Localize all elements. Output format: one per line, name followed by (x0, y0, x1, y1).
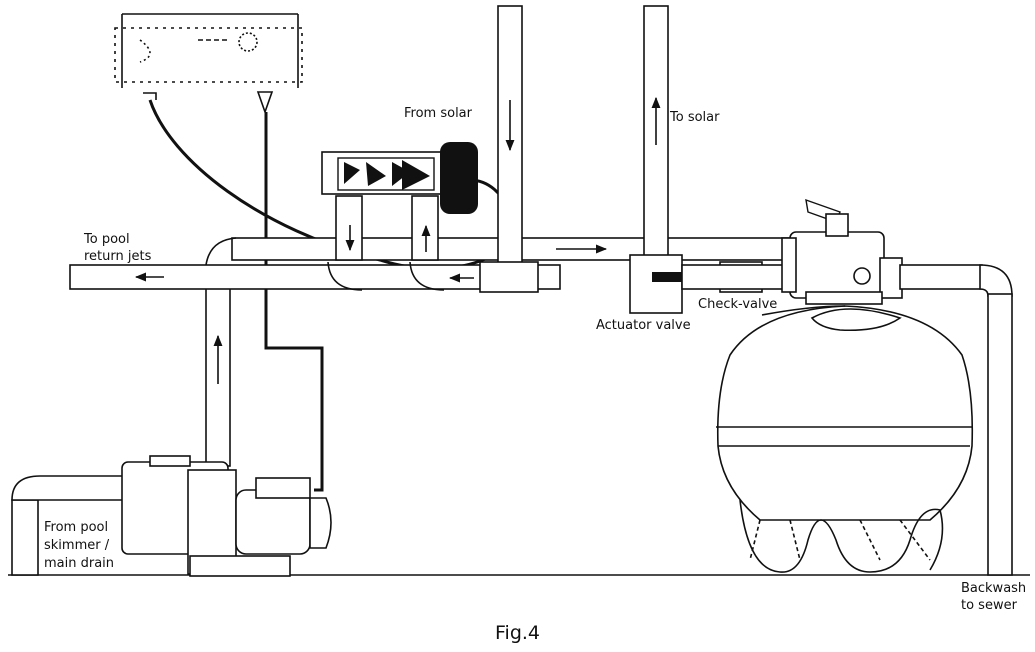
label-from-pool-3: main drain (44, 556, 114, 571)
pipe-tee (479, 261, 539, 293)
pool-pump (121, 455, 332, 577)
label-check-valve: Check-valve (698, 297, 777, 312)
figure-caption: Fig.4 (495, 622, 540, 644)
multiport-valve (781, 198, 903, 305)
actuator-valve (629, 254, 683, 314)
filter-inlet-pipe (681, 264, 791, 290)
label-from-pool-2: skimmer / (44, 538, 110, 553)
label-to-pool-2: return jets (84, 249, 152, 264)
label-to-solar: To solar (669, 110, 720, 125)
label-backwash-1: Backwash (961, 581, 1026, 596)
label-from-pool-1: From pool (44, 520, 108, 535)
sand-filter-tank (716, 305, 974, 573)
label-to-pool-1: To pool (83, 232, 130, 247)
label-from-solar: From solar (404, 106, 473, 121)
label-backwash-2: to sewer (961, 598, 1018, 613)
controller-box (114, 13, 303, 115)
pump-cable (264, 112, 324, 492)
actuator-valve-stem (652, 272, 686, 282)
suction-pipe (11, 475, 126, 576)
label-actuator-valve: Actuator valve (596, 318, 691, 333)
backwash-pipe (899, 264, 1013, 576)
